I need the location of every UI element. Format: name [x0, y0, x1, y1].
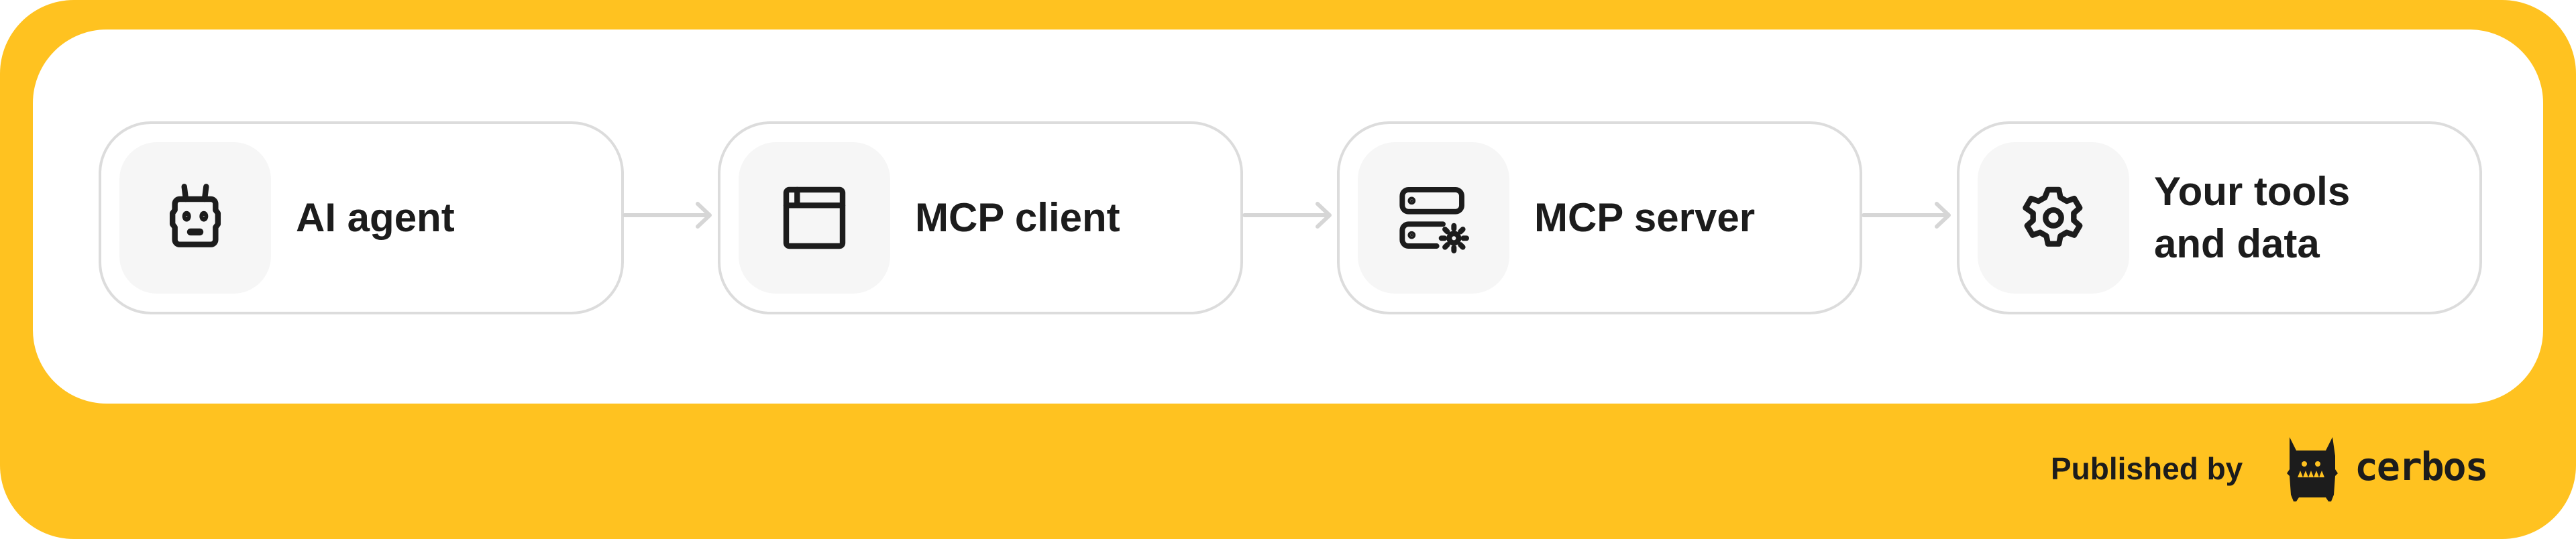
flow-step-mcp-server: MCP server — [1337, 121, 1862, 314]
step-label: MCP client — [915, 195, 1120, 240]
arrow-right-icon — [623, 202, 712, 229]
step-label: MCP server — [1534, 195, 1756, 240]
flow-step-your-tools-and-data: Your tools and data — [1957, 121, 2482, 314]
robot-icon — [119, 142, 271, 294]
arrow-right-icon — [1862, 202, 1951, 229]
published-by-text: Published by — [2051, 451, 2243, 486]
flow-step-mcp-client: MCP client — [718, 121, 1243, 314]
step-label: Your tools and data — [2154, 169, 2351, 266]
gear-icon — [1978, 142, 2129, 294]
flow-step-ai-agent: AI agent — [99, 121, 624, 314]
arrow-right-icon — [1242, 202, 1332, 229]
cerbos-brand: cerbos — [2355, 444, 2489, 489]
browser-window-icon — [739, 142, 890, 294]
step-label: AI agent — [296, 195, 455, 240]
server-gear-icon — [1358, 142, 1509, 294]
cerbos-monster-logo — [2287, 437, 2338, 501]
